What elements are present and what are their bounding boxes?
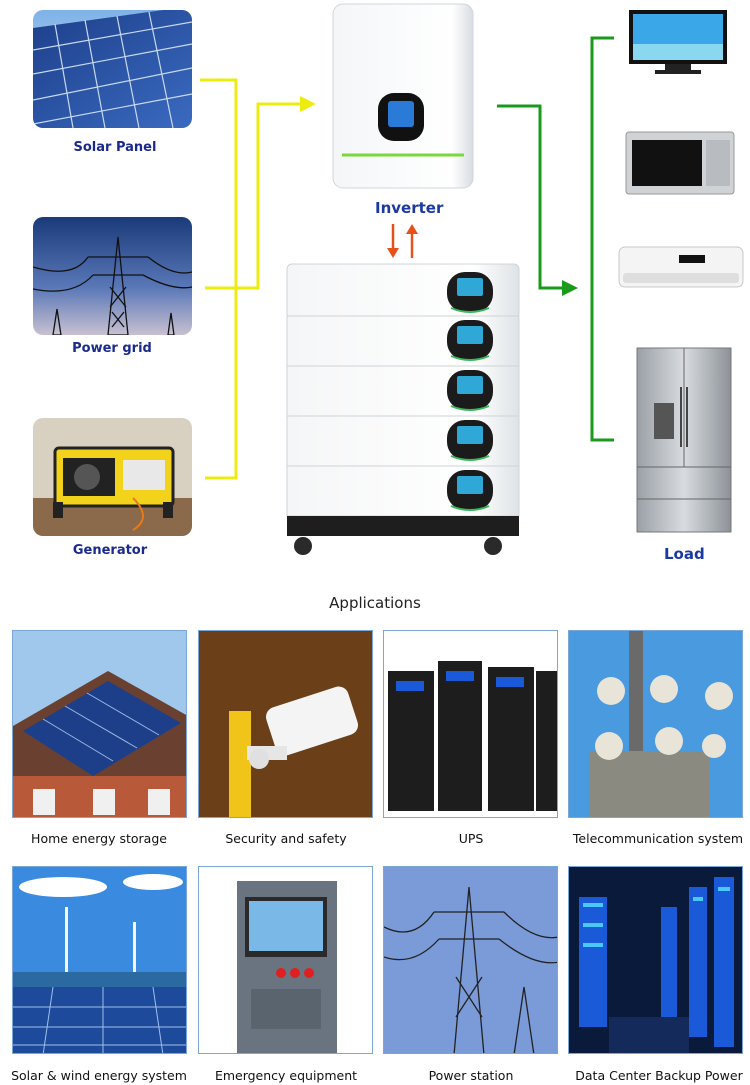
- generator-label: Generator: [72, 543, 148, 558]
- air-conditioner-image: [617, 245, 745, 291]
- load-label: Load: [664, 545, 705, 563]
- flow-lines: [200, 36, 614, 480]
- app-data-center-label: Data Center Backup Power: [575, 1068, 743, 1083]
- power-grid-image: [33, 217, 192, 335]
- inverter-label: Inverter: [375, 199, 444, 217]
- tv-image: [627, 8, 729, 76]
- app-home-energy-storage-image: [12, 630, 187, 818]
- load-bus-line: [590, 36, 614, 442]
- inverter-image: [332, 3, 474, 189]
- inverter-to-load-line: [497, 104, 562, 290]
- app-ups-label: UPS: [458, 831, 484, 846]
- app-data-center-image: [568, 866, 743, 1054]
- app-solar-wind-label: Solar & wind energy system: [11, 1068, 187, 1083]
- bus-to-inverter-line: [236, 102, 300, 290]
- app-telecom-image: [568, 630, 743, 818]
- app-power-station-label: Power station: [428, 1068, 514, 1083]
- app-power-station-image: [383, 866, 558, 1054]
- applications-title: Applications: [329, 594, 421, 612]
- inverter-input-arrowhead: [300, 96, 316, 112]
- app-telecom-label: Telecommunication system: [572, 831, 744, 846]
- solar-panel-image: [33, 10, 192, 128]
- app-home-energy-storage-label: Home energy storage: [31, 831, 167, 846]
- solar-panel-label: Solar Panel: [73, 140, 157, 155]
- app-security-image: [198, 630, 373, 818]
- app-ups-image: [383, 630, 558, 818]
- power-grid-label: Power grid: [72, 341, 152, 356]
- app-emergency-equipment-image: [198, 866, 373, 1054]
- charge-arrowhead: [406, 224, 418, 234]
- app-solar-wind-image: [12, 866, 187, 1054]
- app-emergency-equipment-label: Emergency equipment: [214, 1068, 358, 1083]
- discharge-arrowhead: [387, 248, 399, 258]
- load-arrowhead: [562, 280, 578, 296]
- battery-stack-image: [285, 262, 521, 558]
- solar-to-bus-line: [200, 78, 238, 480]
- refrigerator-image: [636, 347, 732, 533]
- app-security-label: Security and safety: [225, 831, 347, 846]
- microwave-image: [624, 130, 736, 198]
- generator-image: [33, 418, 192, 536]
